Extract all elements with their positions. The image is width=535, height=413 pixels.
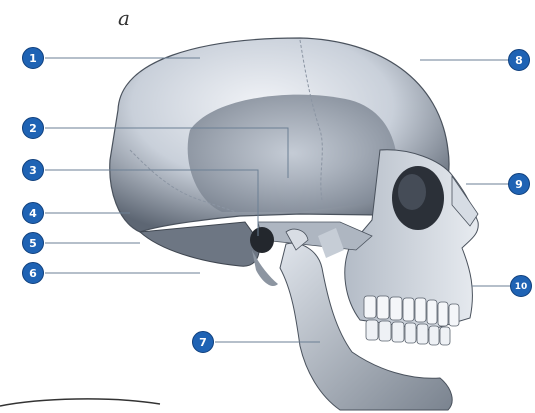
panel-letter: a: [118, 6, 130, 30]
external-auditory-meatus: [250, 227, 274, 253]
label-marker-5: 5: [22, 232, 44, 254]
label-marker-9: 9: [508, 173, 530, 195]
label-marker-3: 3: [22, 159, 44, 181]
label-marker-4: 4: [22, 202, 44, 224]
partial-outline: [0, 399, 160, 406]
label-marker-10: 10: [510, 275, 532, 297]
label-marker-2: 2: [22, 117, 44, 139]
label-marker-6: 6: [22, 262, 44, 284]
occipital-base: [140, 222, 259, 266]
label-marker-8: 8: [508, 49, 530, 71]
temporal-region: [188, 95, 398, 212]
label-marker-7: 7: [192, 331, 214, 353]
label-marker-1: 1: [22, 47, 44, 69]
zygomatic-arch: [258, 222, 372, 250]
